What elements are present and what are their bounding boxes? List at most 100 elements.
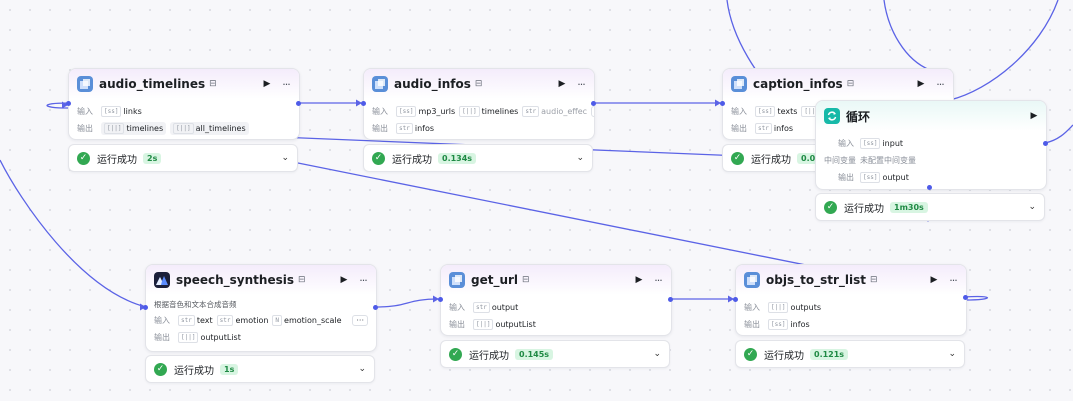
chevron-down-icon[interactable]: ⌄ [576, 153, 584, 163]
status-time-badge: 0.08 [797, 152, 825, 164]
node-header[interactable]: get_url ⊟ ▶ ··· [441, 265, 671, 295]
chevron-down-icon[interactable]: ⌄ [358, 364, 366, 374]
node-info-icon[interactable]: ⊟ [522, 275, 530, 285]
play-icon[interactable]: ▶ [1030, 111, 1038, 121]
node-header[interactable]: audio_infos ⊟ ▶ ··· [364, 69, 594, 99]
output-port[interactable] [1043, 141, 1048, 146]
play-icon[interactable]: ▶ [558, 79, 566, 89]
status-text: 运行成功 [469, 350, 509, 362]
edge-speech-to-get-url [374, 298, 440, 308]
plugin-icon [449, 272, 465, 288]
param-tag: [ss]infos [768, 319, 810, 330]
more-params-button[interactable]: ··· [591, 106, 594, 117]
status-time-badge: 1m30s [890, 201, 928, 213]
status-text: 运行成功 [751, 154, 791, 166]
run-status-bar[interactable]: ✓ 运行成功 0.134s ⌄ [363, 144, 593, 172]
output-port[interactable] [591, 101, 596, 106]
more-icon[interactable]: ··· [577, 77, 586, 91]
outputs-row: 输出 [ss]infos [744, 316, 958, 333]
input-port[interactable] [143, 305, 148, 310]
node-header[interactable]: audio_timelines ⊟ ▶ ··· [69, 69, 299, 99]
input-port[interactable] [720, 101, 725, 106]
edge-left-curve [0, 159, 147, 308]
inputs-row: 输入 [||]outputs [744, 299, 958, 316]
output-port[interactable] [296, 101, 301, 106]
status-text: 运行成功 [844, 203, 884, 215]
node-info-icon[interactable]: ⊟ [209, 79, 217, 89]
status-time-badge: 2s [143, 152, 162, 164]
status-time-badge: 0.121s [810, 348, 849, 360]
node-objs-to-str-list[interactable]: objs_to_str_list ⊟ ▶ ··· 输入 [||]outputs … [735, 264, 967, 336]
input-port[interactable] [733, 297, 738, 302]
inputs-row: 输入 [ss]links [77, 103, 291, 120]
node-info-icon[interactable]: ⊟ [869, 275, 878, 285]
loop-body-port[interactable] [927, 185, 932, 190]
chevron-down-icon[interactable]: ⌄ [1028, 202, 1036, 212]
run-status-bar[interactable]: ✓ 运行成功 0.121s ⌄ [735, 340, 965, 368]
node-info-icon[interactable]: ⊟ [474, 79, 483, 89]
more-icon[interactable]: ··· [936, 77, 945, 91]
play-icon[interactable]: ▶ [263, 79, 271, 89]
more-icon[interactable]: ··· [654, 273, 663, 287]
node-header[interactable]: objs_to_str_list ⊟ ▶ ··· [736, 265, 966, 295]
node-header[interactable]: 循环 ▶ [816, 101, 1046, 131]
node-header[interactable]: speech_synthesis ⊟ ▶ ··· [146, 265, 376, 295]
input-label: 输入 [372, 107, 388, 116]
node-info-icon[interactable]: ⊟ [298, 275, 306, 285]
input-label: 输入 [449, 303, 465, 312]
input-label: 输入 [154, 316, 170, 325]
inputs-row: 输入 [ss]input [822, 135, 1038, 152]
node-audio-timelines[interactable]: audio_timelines ⊟ ▶ ··· 输入 [ss]links 输出 … [68, 68, 300, 140]
node-loop[interactable]: 循环 ▶ 输入 [ss]input 中间变量 未配置中间变量 输出 [ss]ou… [815, 100, 1047, 190]
play-icon[interactable]: ▶ [635, 275, 643, 285]
output-port[interactable] [668, 297, 673, 302]
run-status-bar[interactable]: ✓ 运行成功 0.145s ⌄ [440, 340, 670, 368]
node-title: caption_infos [753, 77, 843, 91]
more-icon[interactable]: ··· [282, 77, 291, 91]
node-header[interactable]: caption_infos ⊟ ▶ ··· [723, 69, 953, 99]
status-text: 运行成功 [174, 365, 214, 377]
play-icon[interactable]: ▶ [340, 275, 348, 285]
run-status-bar[interactable]: ✓ 运行成功 1m30s ⌄ [815, 193, 1045, 221]
play-icon[interactable]: ▶ [930, 275, 938, 285]
input-port[interactable] [361, 101, 366, 106]
output-label: 输出 [744, 320, 760, 329]
more-icon[interactable]: ··· [359, 273, 368, 287]
status-text: 运行成功 [764, 350, 804, 362]
chevron-down-icon[interactable]: ⌄ [948, 349, 956, 359]
node-title: audio_infos [394, 77, 471, 91]
status-time-badge: 0.145s [515, 348, 554, 360]
node-speech-synthesis[interactable]: speech_synthesis ⊟ ▶ ··· 根据音色和文本合成音频 输入 … [145, 264, 377, 352]
edge-right-out [1044, 124, 1073, 144]
output-port[interactable] [963, 295, 968, 300]
edge-objs-loop [964, 295, 988, 301]
check-circle-icon: ✓ [744, 347, 757, 361]
check-circle-icon: ✓ [77, 151, 90, 165]
node-info-icon[interactable]: ⊟ [846, 79, 855, 89]
output-port[interactable] [373, 305, 378, 310]
loop-icon [824, 108, 840, 124]
more-icon[interactable]: ··· [949, 273, 958, 287]
play-icon[interactable]: ▶ [917, 79, 925, 89]
input-port[interactable] [438, 297, 443, 302]
run-status-bar[interactable]: ✓ 运行成功 1s ⌄ [145, 355, 375, 383]
check-circle-icon: ✓ [449, 347, 462, 361]
param-tag: [||]timelines [101, 122, 167, 135]
chevron-down-icon[interactable]: ⌄ [281, 153, 289, 163]
more-params-button[interactable]: ··· [352, 315, 368, 326]
chevron-down-icon[interactable]: ⌄ [653, 349, 661, 359]
param-tag: [ss]output [860, 172, 909, 183]
node-description: 根据音色和文本合成音频 [154, 300, 237, 309]
node-audio-infos[interactable]: audio_infos ⊟ ▶ ··· 输入 [ss]mp3_urls [||]… [363, 68, 595, 140]
input-label: 输入 [744, 303, 760, 312]
param-tag: [||]timelines [459, 106, 519, 117]
input-port[interactable] [66, 101, 71, 106]
run-status-bar[interactable]: ✓ 运行成功 2s ⌄ [68, 144, 298, 172]
